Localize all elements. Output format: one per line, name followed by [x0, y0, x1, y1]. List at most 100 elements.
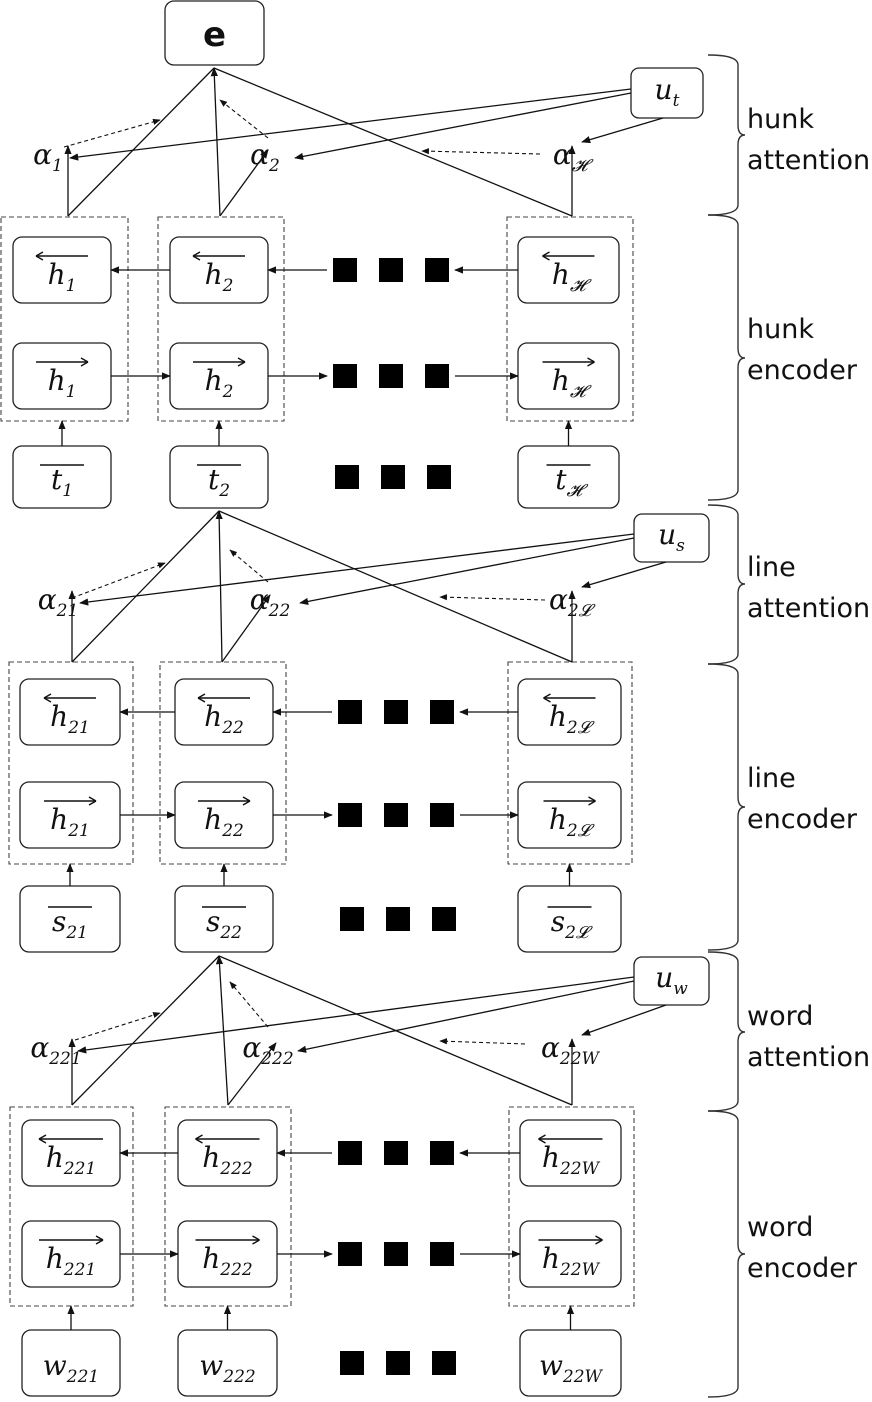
- backward-hidden-state-label-sub: 21: [67, 718, 90, 738]
- attention-weight-0: α1: [33, 138, 63, 176]
- attention-weight-1: α2: [250, 138, 280, 176]
- backward-hidden-state-label-sub: 2: [222, 276, 234, 296]
- label-hunk-encoder-line2: encoder: [747, 355, 858, 386]
- attention-weight-1-base: α: [242, 1031, 261, 1064]
- backward-hidden-state-label: h221: [46, 1141, 97, 1179]
- weight-dashed-arrow: [219, 99, 269, 139]
- forward-hidden-state-label-sub: 22W: [559, 1260, 601, 1280]
- attention-weight-2-base: α: [541, 1031, 560, 1064]
- forward-hidden-state-label: h1: [48, 364, 77, 402]
- context-to-alpha-arrow: [581, 561, 667, 589]
- label-hunk-attention-line1: hunk: [747, 104, 814, 135]
- backward-hidden-state-label: h22: [204, 700, 244, 738]
- ellipsis-square-icon: [379, 258, 403, 282]
- attention-weight-0-base: α: [30, 1031, 49, 1064]
- input-label-base: t: [51, 463, 63, 496]
- attention-weight-1-sub: 2: [268, 156, 280, 176]
- forward-hidden-state-label-base: h: [202, 1242, 220, 1275]
- ellipsis-square-icon: [384, 1141, 408, 1165]
- forward-direction-icon: [44, 796, 97, 806]
- attention-weight-2-base: α: [553, 138, 572, 171]
- input-label-base: t: [555, 463, 567, 496]
- ellipsis-square-icon: [430, 803, 454, 827]
- backward-hidden-state-label: h1: [48, 258, 77, 296]
- input-label: w222: [199, 1349, 255, 1387]
- section-labels: hunk attention hunk encoder line attenti…: [747, 104, 870, 1284]
- brace-hunk-encoder: [707, 214, 746, 501]
- backward-hidden-state-label-base: h: [542, 1141, 560, 1174]
- backward-hidden-state-label: h2: [205, 258, 234, 296]
- attention-weight-2: α2𝓛: [549, 583, 596, 621]
- context-vector-label: ut: [655, 73, 680, 111]
- input-label-sub: 22: [219, 923, 242, 943]
- context-to-alpha-arrow: [297, 980, 635, 1053]
- backward-hidden-state-label-sub: 2𝓛: [566, 718, 595, 738]
- attention-weight-1-base: α: [250, 138, 269, 171]
- backward-direction-icon: [538, 1134, 603, 1144]
- context-vector-label: uw: [655, 961, 688, 999]
- input-label-sub: 2: [218, 481, 230, 501]
- context-to-alpha-arrow: [77, 976, 635, 1054]
- forward-hidden-state-label-sub: 2𝓛: [566, 821, 595, 841]
- forward-direction-icon: [193, 357, 246, 367]
- forward-hidden-state-label-base: h: [48, 364, 66, 397]
- ellipsis-square-icon: [379, 364, 403, 388]
- attention-weight-2: α22W: [541, 1031, 601, 1069]
- backward-hidden-state-label-base: h: [46, 1141, 64, 1174]
- attention-weight-0-sub: 1: [52, 156, 63, 176]
- ellipsis-square-icon: [384, 803, 408, 827]
- attention-weight-1: α22: [250, 583, 291, 621]
- ellipsis-square-icon: [384, 1242, 408, 1266]
- backward-direction-icon: [192, 251, 245, 261]
- weight-dashed-arrow: [63, 118, 161, 148]
- forward-hidden-state-label-base: h: [205, 364, 223, 397]
- ellipsis-square-icon: [338, 1242, 362, 1266]
- backward-direction-icon: [195, 1134, 260, 1144]
- backward-direction-icon: [197, 693, 250, 703]
- backward-hidden-state-label-sub: 22: [221, 718, 244, 738]
- label-hunk-attention-line2: attention: [747, 145, 870, 176]
- ellipsis-square-icon: [432, 1351, 456, 1375]
- forward-hidden-state-label-sub: 221: [63, 1260, 96, 1280]
- forward-hidden-state-label: h222: [202, 1242, 253, 1280]
- forward-hidden-state-label: h22W: [542, 1242, 601, 1280]
- label-word-attention-line1: word: [747, 1001, 813, 1032]
- forward-hidden-state-label-sub: 22: [221, 821, 244, 841]
- attention-to-output-line: [218, 510, 573, 663]
- ellipsis-square-icon: [340, 1351, 364, 1375]
- forward-hidden-state-label-sub: 2: [222, 382, 234, 402]
- backward-hidden-state-label: h21: [50, 700, 90, 738]
- attention-to-output-line: [213, 67, 573, 217]
- forward-hidden-state-label-sub: 21: [67, 821, 90, 841]
- forward-hidden-state-label-base: h: [549, 803, 567, 836]
- forward-hidden-state-label: h221: [46, 1242, 97, 1280]
- ellipsis-square-icon: [386, 1351, 410, 1375]
- ellipsis-square-icon: [333, 258, 357, 282]
- input-label-sub: 21: [65, 923, 88, 943]
- label-word-attention-line2: attention: [747, 1042, 870, 1073]
- attention-to-output-line: [67, 67, 215, 217]
- input-label: w22W: [539, 1349, 604, 1387]
- forward-hidden-state-label: h22: [204, 803, 244, 841]
- forward-direction-icon: [195, 1235, 260, 1245]
- input-label-base: s: [206, 905, 220, 938]
- context-vector-label-sub: w: [673, 979, 688, 999]
- weight-dashed-arrow: [421, 148, 541, 155]
- attention-weight-1-sub: 22: [268, 601, 291, 621]
- ellipsis-square-icon: [381, 465, 405, 489]
- label-line-encoder-line1: line: [747, 763, 796, 794]
- ellipsis-square-icon: [335, 465, 359, 489]
- weight-dashed-arrow: [74, 1012, 161, 1041]
- forward-direction-icon: [36, 357, 89, 367]
- section-braces: [707, 54, 746, 1398]
- context-vector-label-sub: s: [676, 536, 685, 556]
- forward-hidden-state-label-base: h: [552, 364, 570, 397]
- attention-weight-2-base: α: [549, 583, 568, 616]
- context-to-alpha-arrow: [294, 92, 632, 161]
- brace-hunk-attention: [707, 54, 746, 216]
- attention-weight-0: α221: [30, 1031, 81, 1069]
- ellipsis-square-icon: [432, 907, 456, 931]
- input-label-base: w: [43, 1349, 67, 1382]
